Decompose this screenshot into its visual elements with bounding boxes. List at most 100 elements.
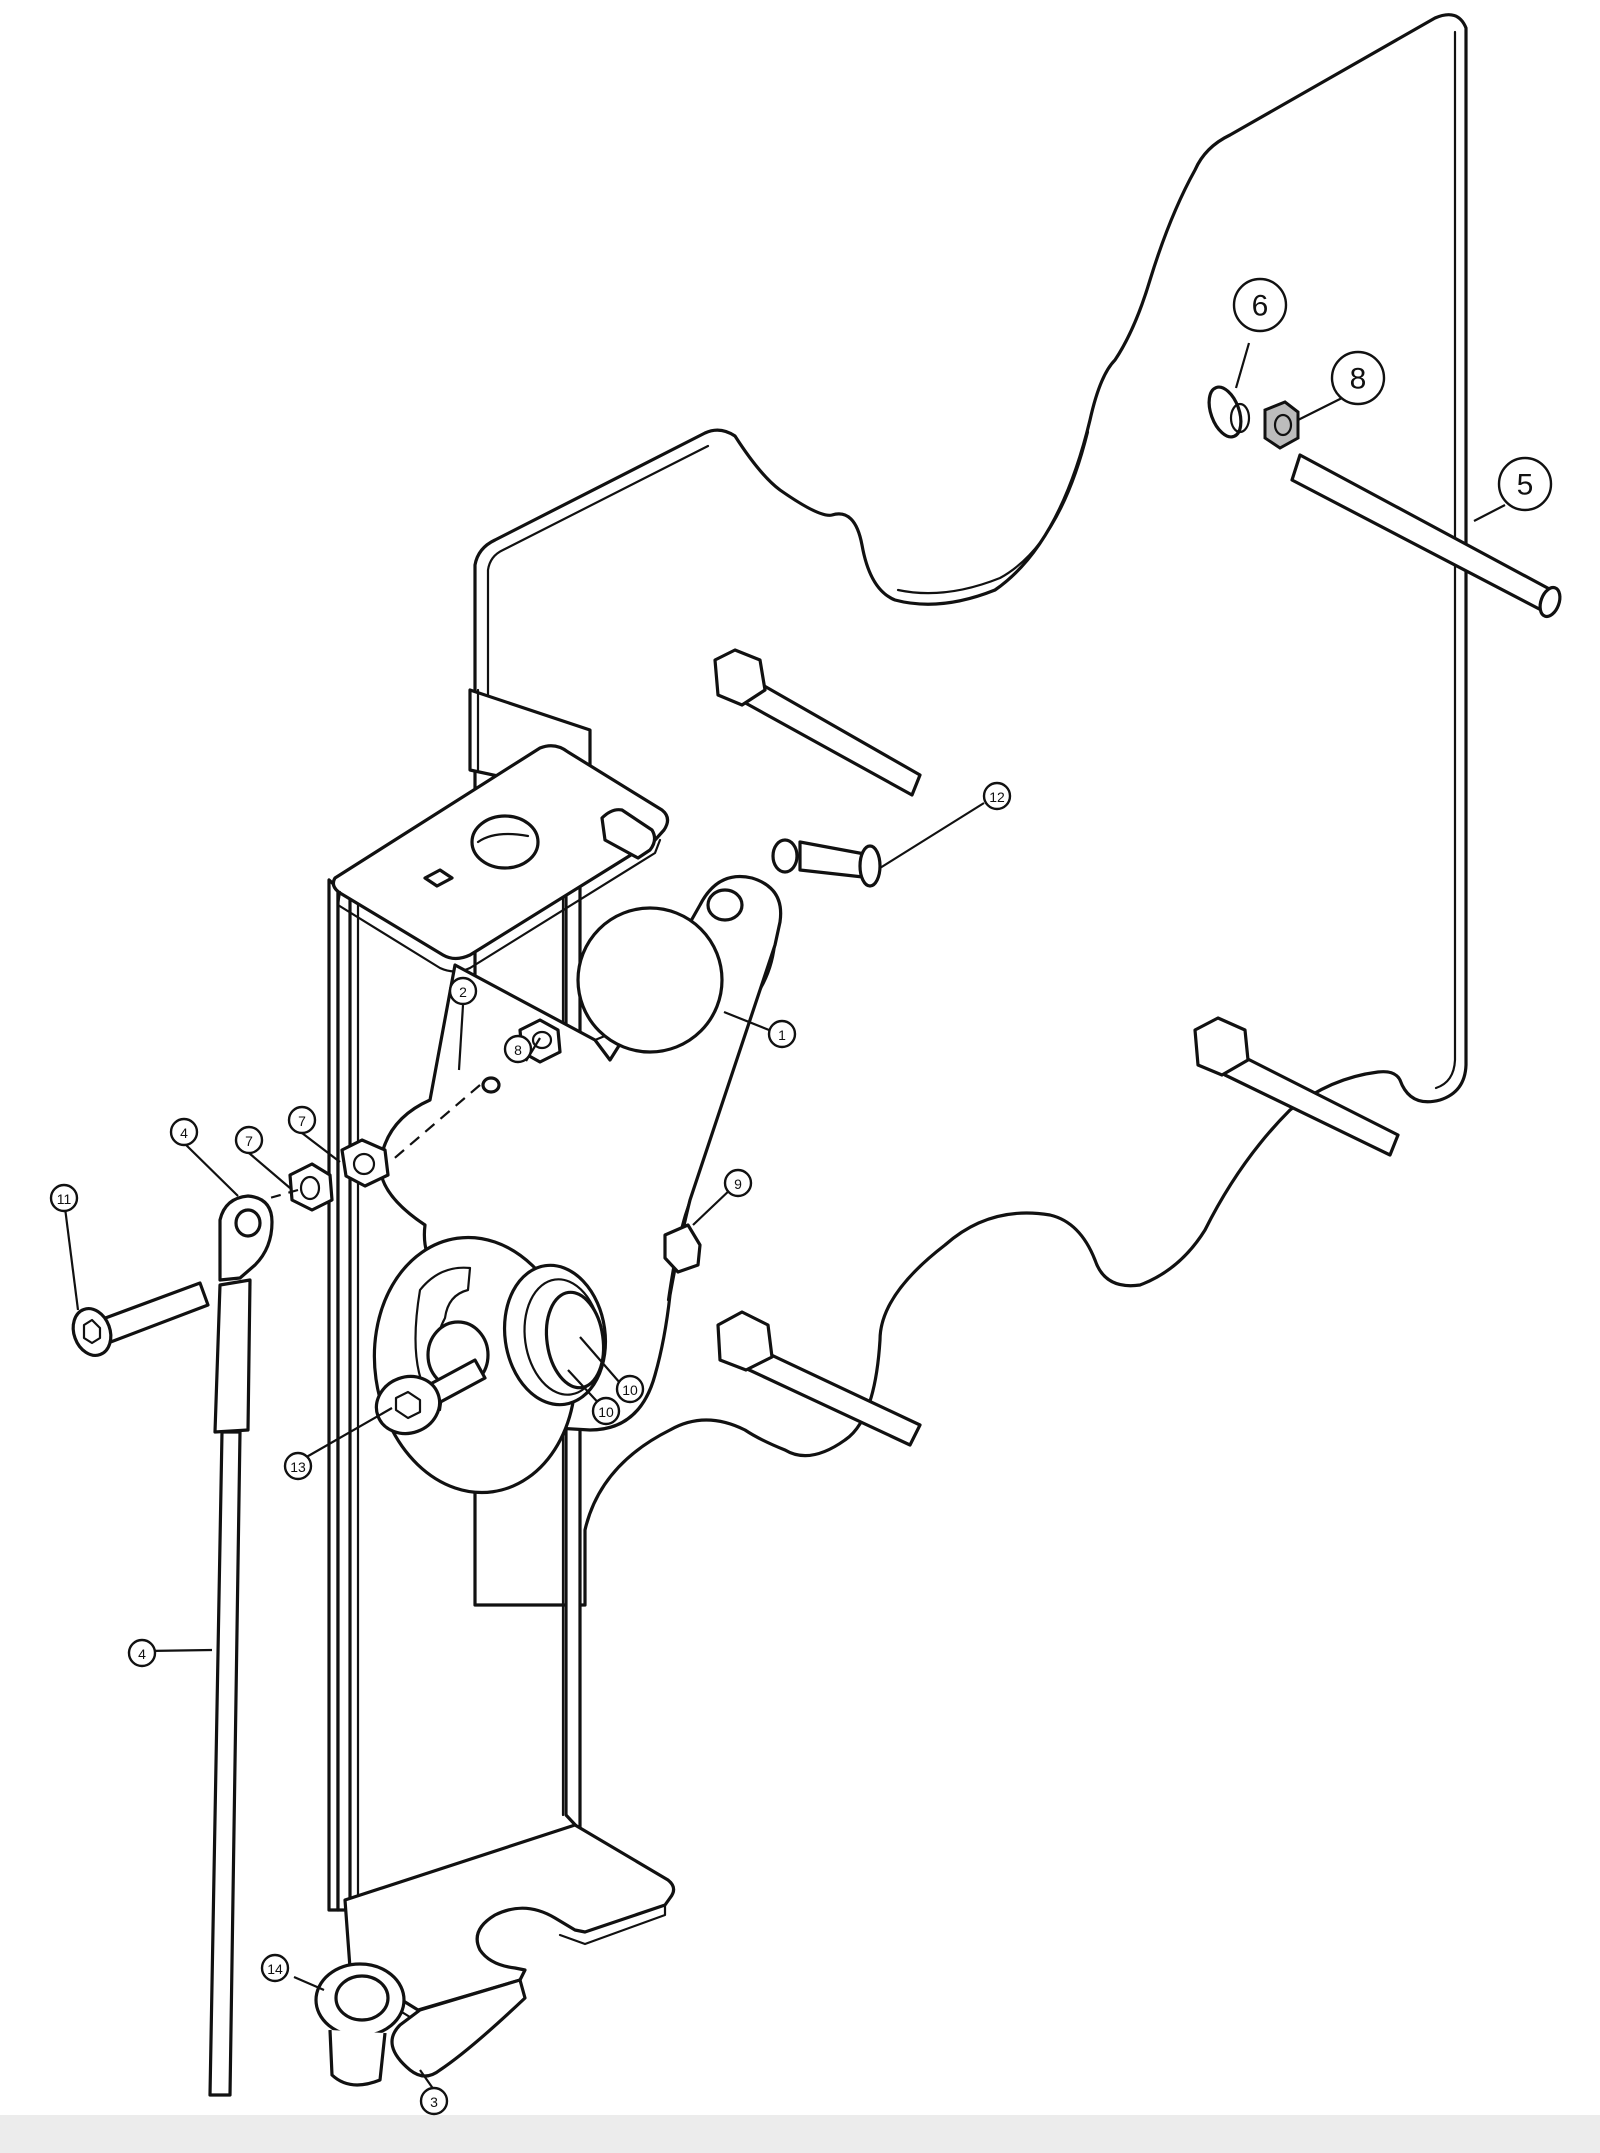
screw-13-socket <box>394 1390 422 1420</box>
bracket-square-hole <box>423 868 454 888</box>
leader-5 <box>1473 504 1506 522</box>
rod-end-eye-hole <box>234 1208 262 1238</box>
bracket-bottom-hook <box>390 1978 527 2078</box>
rod-5-end <box>1538 585 1562 619</box>
callout-7-inner: 7 <box>287 1105 317 1135</box>
counterweight-ball <box>576 906 724 1054</box>
leader-4-eye <box>183 1142 239 1197</box>
washer-6-hole <box>1229 402 1251 434</box>
leader-3 <box>419 2069 435 2091</box>
callout-10b-label: 10 <box>598 1404 614 1420</box>
bolt-11-socket <box>82 1318 102 1345</box>
leader-7-outer <box>248 1152 291 1189</box>
plate-upper-curve-edge <box>896 430 1090 595</box>
callout-6-label: 6 <box>1252 290 1269 323</box>
rod-assembly <box>71 1194 274 2097</box>
leader-9 <box>692 1186 734 1226</box>
stud-right-nut <box>1193 1016 1250 1077</box>
cam-slot <box>414 1266 472 1412</box>
callout-4-eye: 4 <box>169 1117 199 1147</box>
nut-7-inner <box>340 1138 390 1188</box>
rod-end-sleeve <box>213 1278 252 1434</box>
bracket-top-hole <box>470 814 540 870</box>
callout-10b: 10 <box>591 1396 621 1426</box>
nut-7-inner-hole <box>352 1152 376 1176</box>
nut-7-outer <box>288 1162 334 1212</box>
fasteners <box>244 385 1300 1436</box>
callout-4-rod: 4 <box>127 1638 157 1668</box>
roller-hub <box>544 1290 606 1390</box>
callout-10a-label: 10 <box>622 1382 638 1398</box>
rod-4 <box>208 1430 242 2097</box>
lever-edge-thickness <box>666 943 777 1302</box>
bottom-strip <box>0 2115 1600 2153</box>
plate-right-edge <box>1434 30 1457 1090</box>
stud-upper-nut <box>713 648 767 707</box>
callout-11: 11 <box>49 1183 79 1213</box>
nut-7-outer-hole <box>299 1175 321 1201</box>
callout-12: 12 <box>982 781 1012 811</box>
leader-2 <box>457 1004 465 1071</box>
callout-8-plate: 8 <box>1330 350 1386 406</box>
pin-12-end <box>771 838 799 874</box>
pin-12-flange <box>858 844 882 888</box>
leader-8-plate <box>1297 395 1347 421</box>
callout-7-outer-label: 7 <box>245 1133 253 1149</box>
callout-8-plate-label: 8 <box>1350 363 1367 396</box>
leader-10a <box>579 1336 621 1384</box>
callout-12-label: 12 <box>989 789 1005 805</box>
leader-11 <box>62 1199 80 1311</box>
callout-7-inner-label: 7 <box>298 1113 306 1129</box>
leader-14 <box>293 1975 325 1992</box>
callout-5-label: 5 <box>1517 469 1534 502</box>
callout-3-label: 3 <box>430 2094 438 2110</box>
bushing-bore <box>334 1974 390 2022</box>
callout-10a: 10 <box>615 1374 645 1404</box>
callout-2-label: 2 <box>459 984 467 1000</box>
plate-studs <box>713 453 1562 1447</box>
callout-2: 2 <box>448 976 478 1006</box>
bracket-left-wall <box>336 876 352 1912</box>
callout-13: 13 <box>283 1451 313 1481</box>
plate-edge-thickness <box>486 444 710 774</box>
bolt-11-head <box>71 1307 113 1357</box>
nut-9 <box>663 1223 702 1274</box>
callout-14-label: 14 <box>267 1961 283 1977</box>
callout-6: 6 <box>1232 277 1288 333</box>
bushing-14 <box>314 1962 406 2087</box>
callout-11-label: 11 <box>57 1191 72 1207</box>
callout-7-outer: 7 <box>234 1125 264 1155</box>
bushing-body <box>328 2029 387 2087</box>
callout-8-lever: 8 <box>503 1034 533 1064</box>
bolt-11-shaft <box>98 1281 210 1345</box>
bracket-top-hole-inner <box>476 832 530 844</box>
bracket-bottom-tab <box>343 1823 676 2012</box>
leader-7-inner <box>301 1132 341 1163</box>
leader-4-rod <box>145 1648 213 1653</box>
stud-lower-nut <box>716 1310 774 1372</box>
callout-9-label: 9 <box>734 1176 742 1192</box>
callout-8-lever-label: 8 <box>514 1042 522 1058</box>
bracket-top-tab-lip <box>600 808 657 860</box>
callout-4-rod-label: 4 <box>138 1646 146 1662</box>
nut-8-lever-hole <box>531 1030 553 1050</box>
leader-6 <box>1234 342 1251 389</box>
nut-8-plate <box>1263 400 1300 450</box>
callout-3: 3 <box>419 2086 449 2116</box>
callout-bubbles: 6 8 5 12 1 2 8 9 <box>49 277 1553 2116</box>
callout-14: 14 <box>260 1953 290 1983</box>
callout-1: 1 <box>767 1019 797 1049</box>
callout-13-label: 13 <box>290 1459 306 1475</box>
callout-9: 9 <box>723 1168 753 1198</box>
leader-13 <box>295 1407 393 1464</box>
callout-5: 5 <box>1497 456 1553 512</box>
nut-8-plate-hole <box>1273 413 1293 437</box>
ball-sphere <box>576 906 724 1054</box>
leader-12 <box>879 802 985 869</box>
callout-1-label: 1 <box>778 1027 786 1043</box>
lever-upper-hole <box>706 888 744 922</box>
lever-pivot-hole <box>481 1076 501 1094</box>
callout-4-eye-label: 4 <box>180 1125 188 1141</box>
